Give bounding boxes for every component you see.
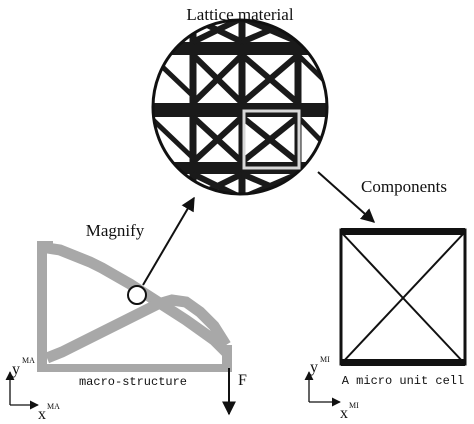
components-arrow bbox=[317, 171, 376, 223]
highlighted-unit-cell bbox=[242, 109, 301, 170]
magnify-label: Magnify bbox=[86, 221, 145, 240]
macro-y-axis-label: y bbox=[12, 361, 20, 378]
title-label: Lattice material bbox=[186, 5, 293, 24]
micro-x-axis-sup: MI bbox=[349, 401, 359, 410]
components-label: Components bbox=[361, 177, 447, 196]
micro-y-axis-label: y bbox=[310, 359, 318, 376]
macro-x-axis-label: x bbox=[38, 406, 46, 423]
micro-y-axis-sup: MI bbox=[320, 355, 330, 364]
micro-x-axis-label: x bbox=[340, 405, 348, 422]
macro-y-axis-sup: MA bbox=[22, 356, 35, 365]
magnify-arrow bbox=[142, 196, 195, 286]
macro-x-axis-sup: MA bbox=[47, 402, 60, 411]
macro-structure-label: macro-structure bbox=[79, 375, 187, 389]
magnify-spot bbox=[127, 285, 147, 305]
lattice-circle bbox=[151, 18, 329, 196]
macro-axes bbox=[5, 371, 39, 410]
micro-unit-cell bbox=[339, 228, 467, 366]
macro-structure bbox=[37, 241, 232, 372]
micro-unit-cell-label: A micro unit cell bbox=[342, 374, 464, 388]
micro-axes bbox=[304, 371, 341, 407]
force-label: F bbox=[238, 372, 247, 389]
